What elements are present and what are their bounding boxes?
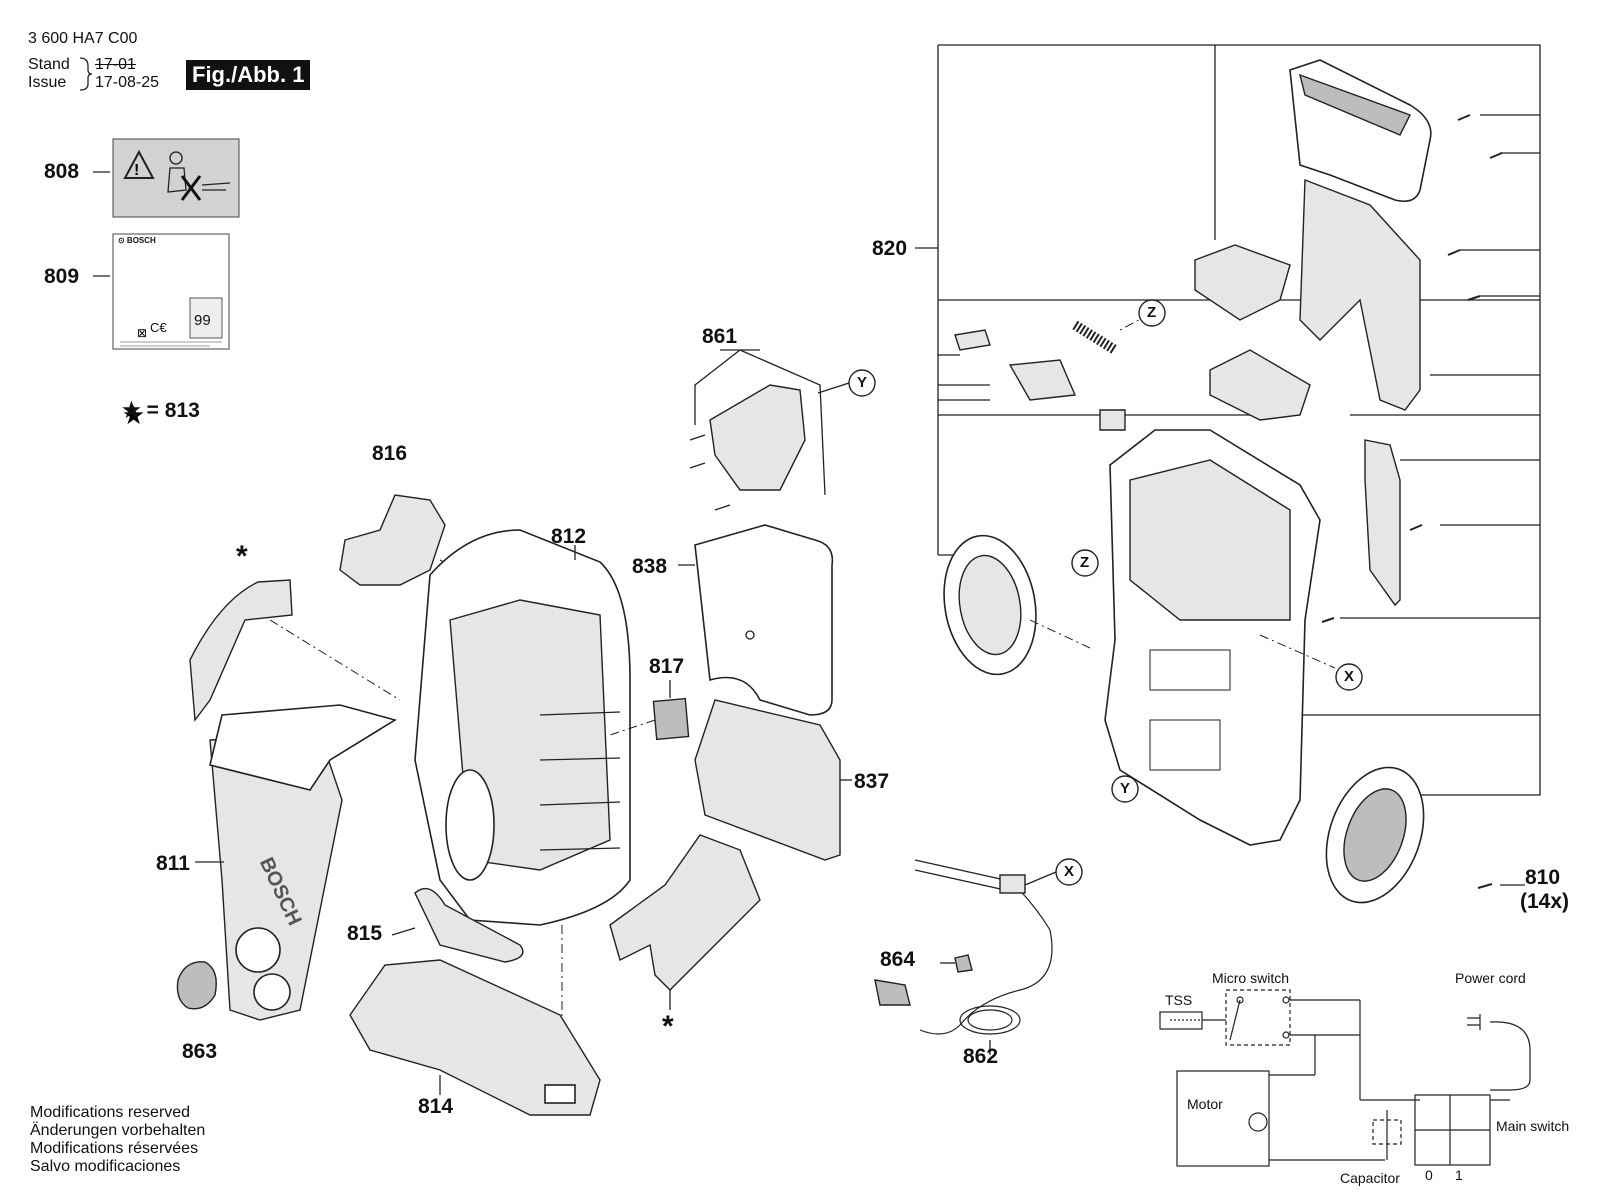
callout-812: 812 [551,525,587,548]
callout-809: 809 [44,265,80,288]
clip-lower [1209,349,1311,421]
small-pin [954,329,991,351]
label-809-ce: C€ [150,320,167,335]
front-cover-top-811 [209,704,397,791]
marker-z-top-label: Z [1147,304,1157,321]
side-bracket [1364,439,1401,607]
micro-switch-box [1225,989,1291,1046]
issue-date: 17-08-25 [95,74,160,91]
document-number: 3 600 HA7 C00 [28,30,138,47]
wiring-main-switch-label: Main switch [1496,1118,1570,1134]
label-809-brand: ⊙ BOSCH [118,236,156,245]
screws-810 [1321,114,1503,889]
part-837 [694,699,841,861]
power-cord-862 [919,879,1053,1035]
part-816 [339,494,446,586]
marker-z-left-label: Z [1080,554,1090,571]
part-815 [414,887,524,963]
marker-y-top-label: Y [857,374,868,391]
footer-line-de: Änderungen vorbehalten [30,1122,206,1139]
star-marker-top: * [236,540,248,573]
footer-line-es: Salvo modificaciones [30,1158,181,1175]
callout-820: 820 [872,237,908,260]
footer-line-fr: Modifications réservées [30,1140,199,1157]
callout-864: 864 [880,948,916,971]
wiring-diagram [1159,989,1531,1167]
small-bolt [1099,409,1126,431]
cover-part-813-top [189,579,293,722]
motor-cap-861 [709,384,806,491]
spring [1072,320,1118,355]
callout-837: 837 [854,770,890,793]
callout-861: 861 [702,325,738,348]
knob-863 [176,961,217,1010]
wiring-position-0: 0 [1425,1167,1433,1183]
callout-838: 838 [632,555,668,578]
stand-label: Stand [28,56,70,73]
footer-line-en: Modifications reserved [30,1104,191,1121]
bracket-820-frame [938,44,1541,796]
header-brace [79,57,93,91]
power-plug [1467,1014,1481,1030]
callout-808: 808 [44,160,80,183]
motor-box [1176,1070,1270,1167]
base-814 [349,959,601,1116]
callout-815: 815 [347,922,383,945]
marker-z-top [1138,299,1166,327]
part-817 [652,697,690,741]
marker-x-right [1335,663,1363,691]
warning-triangle-icon [123,149,155,179]
callout-816: 816 [372,442,408,465]
callout-811: 811 [156,852,190,875]
svg-text:⊠: ⊠ [137,326,147,340]
callout-817: 817 [649,655,685,678]
part-838 [694,524,834,716]
svg-text:★: ★ [122,401,145,431]
issue-label: Issue [28,74,67,91]
figure-label: Fig./Abb. 1 [186,60,311,90]
wiring-motor-label: Motor [1187,1096,1223,1112]
star-note: ★ = 813 [122,399,200,422]
label-809-num: 99 [194,312,211,329]
star-marker-bottom: * [662,1010,674,1043]
stand-old-date: 17-01 [95,56,136,73]
part-864 [954,954,973,973]
callout-814: 814 [418,1095,454,1118]
callout-862: 862 [963,1045,999,1068]
marker-z-left [1071,549,1099,577]
callout-810-quantity: (14x) [1520,890,1570,913]
callout-810: 810 [1525,866,1561,889]
marker-x-right-label: X [1344,668,1355,685]
marker-x-cord-label: X [1064,863,1075,880]
marker-y-right-label: Y [1120,780,1131,797]
svg-text:!: ! [134,162,139,179]
wiring-micro-switch-label: Micro switch [1212,970,1290,986]
clip-upper [1194,244,1291,321]
wiring-capacitor-label: Capacitor [1340,1170,1400,1186]
wiring-tss-label: TSS [1165,992,1193,1008]
wiring-power-cord-label: Power cord [1455,970,1526,986]
plug [874,979,911,1006]
wiring-position-1: 1 [1455,1167,1463,1183]
callout-863: 863 [182,1040,218,1063]
marker-y-right [1111,775,1139,803]
cover-part-813-bottom [609,834,761,991]
lever [1008,359,1077,401]
